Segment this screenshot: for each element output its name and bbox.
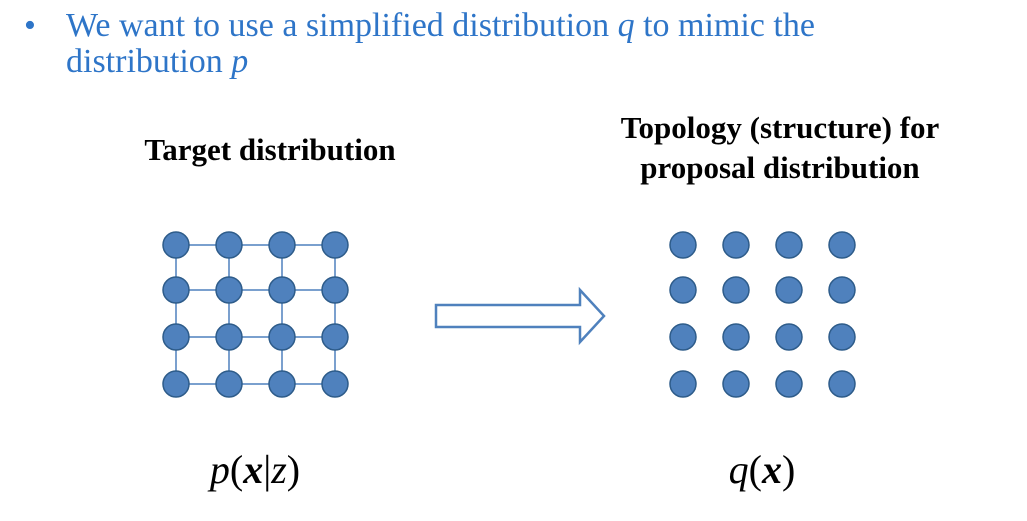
- graph-node-independent: [669, 231, 697, 259]
- left-heading-text: Target distribution: [144, 132, 396, 167]
- formula-open-paren-right: (: [748, 447, 762, 492]
- graph-node-independent: [722, 370, 750, 398]
- left-formula: p(x|z): [155, 446, 355, 493]
- graph-node-connected: [321, 370, 349, 398]
- right-formula: q(x): [662, 446, 862, 493]
- graph-node-connected: [215, 323, 243, 351]
- right-arrow-icon: [434, 286, 606, 346]
- graph-node-connected: [268, 323, 296, 351]
- graph-node-independent: [775, 276, 803, 304]
- graph-node-independent: [828, 370, 856, 398]
- formula-z: z: [271, 447, 287, 492]
- bullet-text-part2: to mimic the distribution: [66, 7, 815, 80]
- graph-node-independent: [722, 323, 750, 351]
- left-heading: Target distribution: [100, 130, 440, 170]
- bullet-var-q: q: [617, 7, 635, 44]
- graph-node-connected: [162, 370, 190, 398]
- formula-close-paren: ): [286, 447, 301, 492]
- graph-node-connected: [268, 231, 296, 259]
- graph-node-independent: [669, 323, 697, 351]
- bullet-text-part1: We want to use a simplified distribution: [66, 7, 618, 44]
- graph-node-independent: [828, 323, 856, 351]
- graph-node-independent: [669, 370, 697, 398]
- graph-node-connected: [162, 276, 190, 304]
- formula-close-paren-right: ): [782, 447, 796, 492]
- graph-node-independent: [722, 231, 750, 259]
- right-heading-line2: proposal distribution: [640, 150, 920, 185]
- graph-node-connected: [321, 231, 349, 259]
- graph-node-connected: [321, 323, 349, 351]
- formula-x-right: x: [762, 447, 782, 492]
- graph-node-independent: [828, 231, 856, 259]
- graph-node-independent: [775, 323, 803, 351]
- right-heading: Topology (structure) for proposal distri…: [560, 108, 1000, 188]
- graph-node-independent: [775, 370, 803, 398]
- graph-node-connected: [321, 276, 349, 304]
- bullet-var-p: p: [231, 43, 249, 80]
- graph-node-independent: [722, 276, 750, 304]
- graph-node-independent: [828, 276, 856, 304]
- formula-bar: |: [263, 447, 272, 492]
- formula-p: p: [209, 447, 230, 492]
- bullet-text: We want to use a simplified distribution…: [66, 8, 966, 80]
- graph-node-connected: [162, 231, 190, 259]
- graph-node-connected: [268, 370, 296, 398]
- graph-node-connected: [215, 231, 243, 259]
- formula-open-paren: (: [229, 447, 244, 492]
- formula-q: q: [728, 447, 749, 492]
- bullet-marker: •: [24, 7, 36, 44]
- graph-node-connected: [162, 323, 190, 351]
- graph-node-connected: [268, 276, 296, 304]
- graph-node-independent: [669, 276, 697, 304]
- graph-node-independent: [775, 231, 803, 259]
- formula-x: x: [243, 447, 264, 492]
- graph-node-connected: [215, 276, 243, 304]
- right-heading-line1: Topology (structure) for: [620, 110, 940, 145]
- graph-node-connected: [215, 370, 243, 398]
